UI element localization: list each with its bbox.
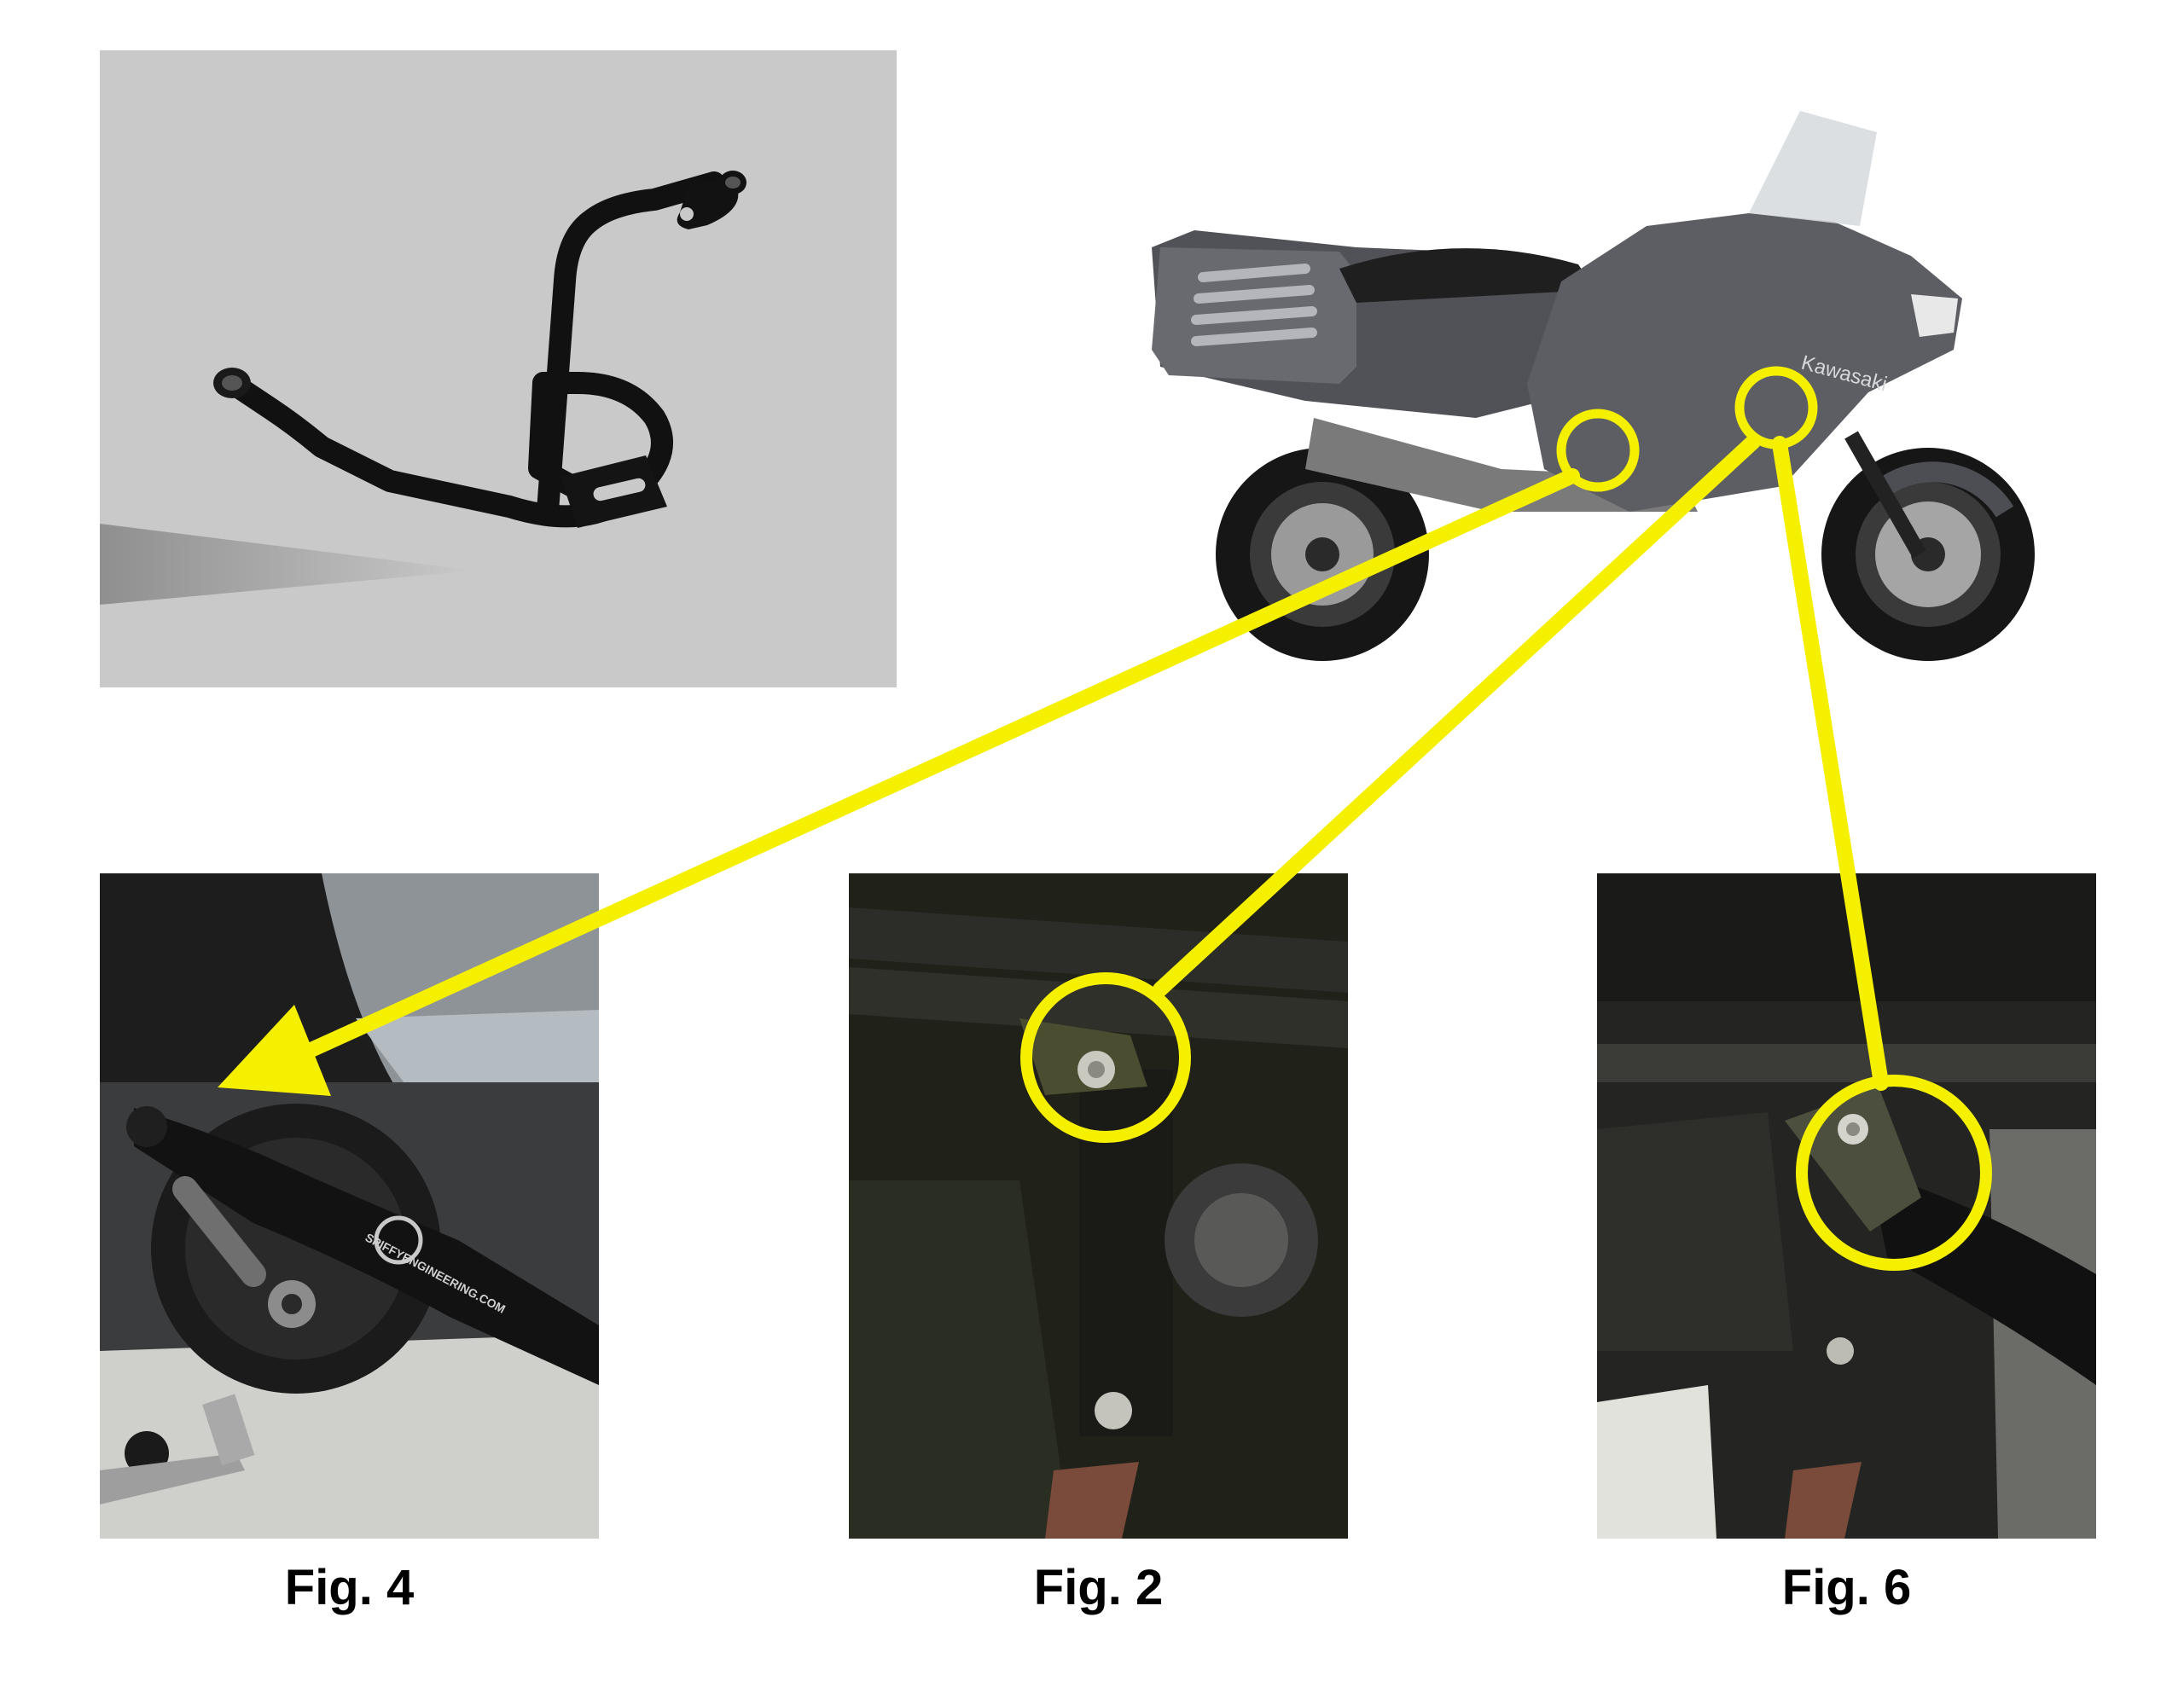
crash-bar-upright <box>1079 1070 1173 1436</box>
floor <box>100 1334 599 1539</box>
motorcycle-graphic: Kawasaki <box>1152 111 2035 661</box>
render-shadow <box>100 524 475 605</box>
engine-guard-render <box>100 50 897 687</box>
fig2-photo <box>849 873 1348 1539</box>
seat <box>1339 248 1595 303</box>
fig6-caption: Fig. 6 <box>1781 1560 1912 1615</box>
fig2-caption: Fig. 2 <box>1033 1560 1164 1615</box>
fig2-photo-graphic <box>849 873 1348 1539</box>
spiffy-logo <box>374 1215 423 1265</box>
fig6-photo-graphic <box>1597 873 2096 1539</box>
engine-block <box>849 1180 1071 1539</box>
frame-tube <box>1597 1044 2096 1082</box>
fig4-photo: SPIFFYENGINEERING.COM <box>100 873 599 1539</box>
crash-bar <box>134 1108 599 1385</box>
bolt-spacer <box>172 1176 266 1287</box>
crash-bar-render-graphic <box>100 171 746 605</box>
engine-block <box>1597 1112 1793 1351</box>
headlight <box>1911 294 1958 337</box>
motorcycle-photo: Kawasaki <box>1101 111 2073 665</box>
fig6-photo <box>1597 873 2096 1539</box>
fig4-photo-graphic: SPIFFYENGINEERING.COM <box>100 873 599 1539</box>
fig4-caption: Fig. 4 <box>284 1560 415 1615</box>
front-fender <box>1879 461 2014 518</box>
windscreen <box>1749 111 1877 226</box>
